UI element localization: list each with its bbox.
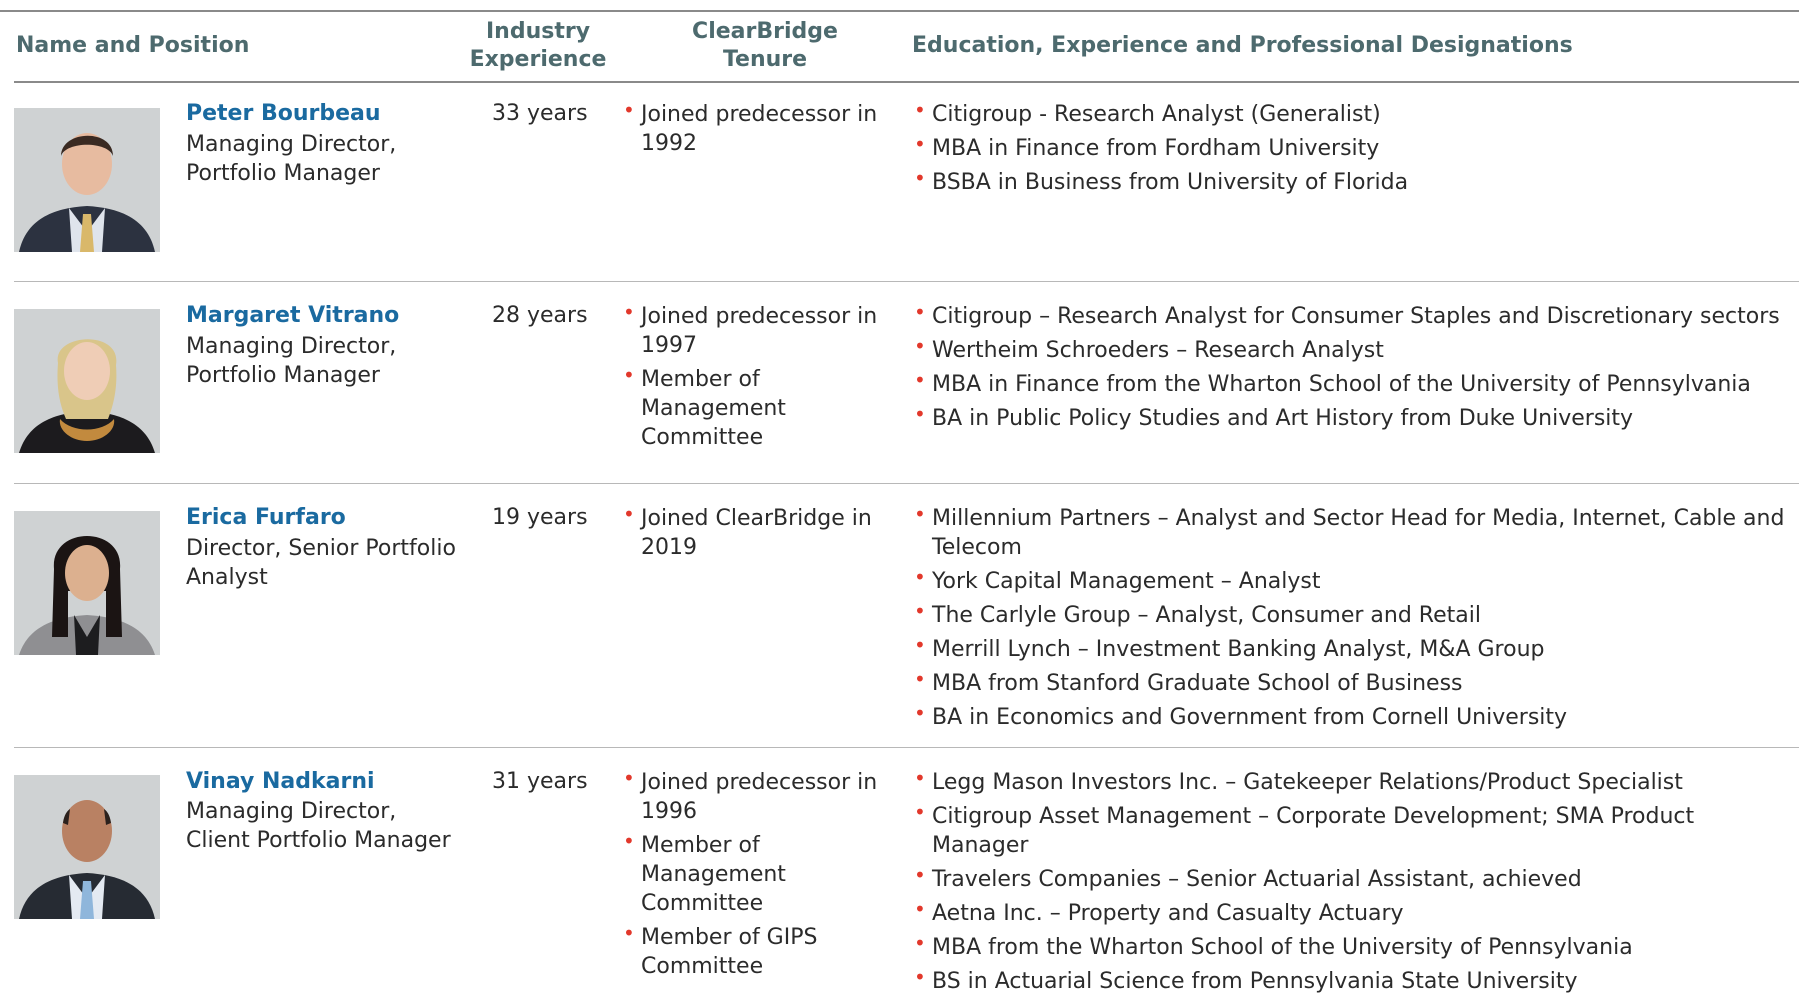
row-divider [14,281,1799,282]
experience-value: 28 years [492,303,588,328]
table-header: Name and Position Industry Experience Cl… [0,12,1799,80]
position-label: Director, Senior Portfolio Analyst [186,536,456,590]
list-item: Aetna Inc. – Property and Casualty Actua… [912,895,1792,928]
list-item: Member of Management Committee [621,827,911,918]
header-clearbridge-tenure: ClearBridge Tenure [692,19,838,72]
experience-value: 33 years [492,101,588,126]
list-item: Travelers Companies – Senior Actuarial A… [912,861,1792,894]
experience-value: 19 years [492,505,588,530]
list-item: Millennium Partners – Analyst and Sector… [912,500,1792,562]
tenure-list: Joined predecessor in 1996 Member of Man… [621,764,911,986]
list-item: Joined ClearBridge in 2019 [621,500,911,562]
list-item: Legg Mason Investors Inc. – Gatekeeper R… [912,764,1792,797]
position-label: Managing Director, Client Portfolio Mana… [186,799,451,853]
list-item: BA in Economics and Government from Corn… [912,699,1792,732]
list-item: Member of GIPS Committee [621,919,911,981]
header-rule [14,81,1799,83]
list-item: Joined predecessor in 1996 [621,764,911,826]
list-item: MBA in Finance from the Wharton School o… [912,366,1792,399]
list-item: Merrill Lynch – Investment Banking Analy… [912,631,1792,664]
list-item: BSBA in Business from University of Flor… [912,164,1792,197]
position-label: Managing Director, Portfolio Manager [186,132,397,186]
table-row: Margaret Vitrano Managing Director, Port… [0,298,1799,482]
photo-margaret-vitrano [14,309,160,453]
table-row: Vinay Nadkarni Managing Director, Client… [0,764,1799,994]
list-item: Joined predecessor in 1992 [621,96,911,158]
name-label: Margaret Vitrano [186,303,400,328]
tenure-list: Joined predecessor in 1992 [621,96,911,163]
tenure-list: Joined predecessor in 1997 Member of Man… [621,298,911,457]
education-list: Citigroup – Research Analyst for Consume… [912,298,1792,438]
name-label: Vinay Nadkarni [186,769,375,794]
row-divider [14,483,1799,484]
list-item: BS in Actuarial Science from Pennsylvani… [912,963,1792,996]
list-item: Member of Management Committee [621,361,911,452]
top-rule [0,10,1799,12]
education-list: Citigroup - Research Analyst (Generalist… [912,96,1792,202]
photo-peter-bourbeau [14,108,160,252]
header-education: Education, Experience and Professional D… [912,33,1573,58]
table-row: Erica Furfaro Director, Senior Portfolio… [0,500,1799,744]
list-item: MBA from Stanford Graduate School of Bus… [912,665,1792,698]
list-item: Citigroup - Research Analyst (Generalist… [912,96,1792,129]
list-item: Wertheim Schroeders – Research Analyst [912,332,1792,365]
experience-value: 31 years [492,769,588,794]
name-label: Peter Bourbeau [186,101,381,126]
tenure-list: Joined ClearBridge in 2019 [621,500,911,567]
list-item: MBA from the Wharton School of the Unive… [912,929,1792,962]
photo-vinay-nadkarni [14,775,160,919]
education-list: Legg Mason Investors Inc. – Gatekeeper R… [912,764,1792,1001]
list-item: BA in Public Policy Studies and Art Hist… [912,400,1792,433]
list-item: Joined predecessor in 1997 [621,298,911,360]
list-item: Citigroup – Research Analyst for Consume… [912,298,1792,331]
list-item: The Carlyle Group – Analyst, Consumer an… [912,597,1792,630]
list-item: MBA in Finance from Fordham University [912,130,1792,163]
header-name-position: Name and Position [16,33,250,58]
header-industry-experience: Industry Experience [469,19,607,72]
list-item: Citigroup Asset Management – Corporate D… [912,798,1792,860]
name-label: Erica Furfaro [186,505,346,530]
table-row: Peter Bourbeau Managing Director, Portfo… [0,96,1799,280]
photo-erica-furfaro [14,511,160,655]
education-list: Millennium Partners – Analyst and Sector… [912,500,1792,737]
list-item: York Capital Management – Analyst [912,563,1792,596]
position-label: Managing Director, Portfolio Manager [186,334,397,388]
row-divider [14,747,1799,748]
